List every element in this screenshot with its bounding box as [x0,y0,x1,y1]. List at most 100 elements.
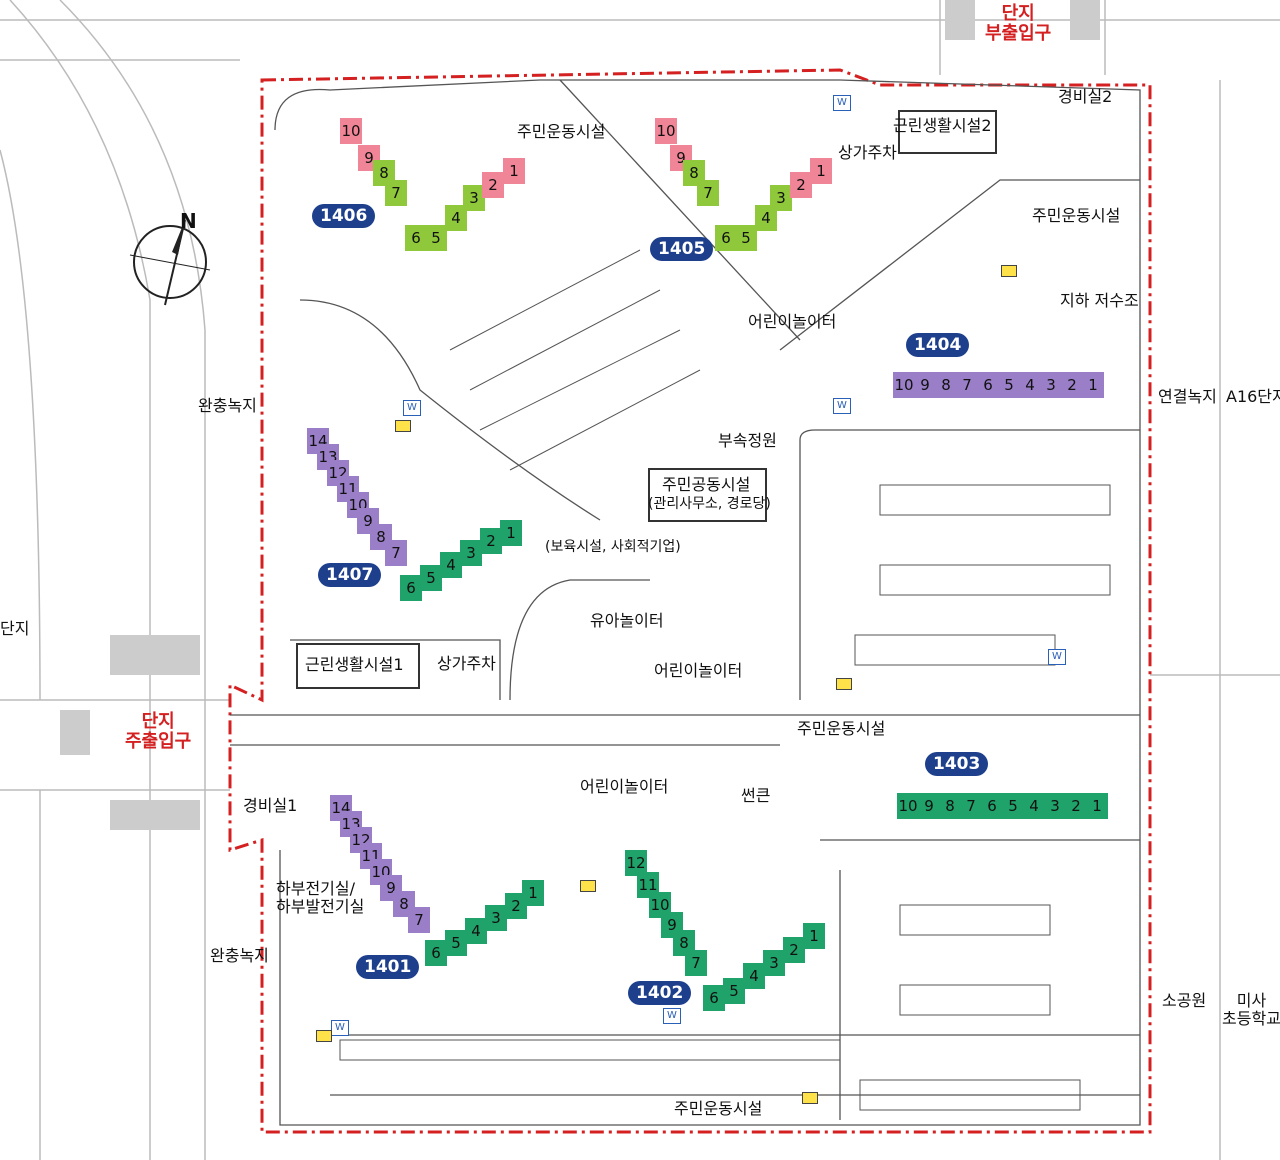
unit-1407-1: 1 [500,520,522,546]
unit-1404-3: 3 [1040,372,1062,398]
complex-boundary [228,68,1152,1134]
unit-1405-10: 10 [655,118,677,144]
unit-1402-8: 8 [673,930,695,956]
commercial2-label: 근린생활시설2 [893,116,992,135]
unit-1406-5: 5 [425,225,447,251]
buffer-n-label: 완충녹지 [198,396,257,415]
unit-1403-4: 4 [1023,793,1045,819]
unit-1404-4: 4 [1019,372,1041,398]
unit-1403-3: 3 [1044,793,1066,819]
marker-icon [1001,265,1017,277]
marker-icon [836,678,852,690]
unit-1401-7: 7 [408,907,430,933]
commercial1-building [296,643,420,689]
unit-1407-6: 6 [400,575,422,601]
building-tag-1406: 1406 [312,204,376,228]
unit-1401-1: 1 [522,880,544,906]
unit-1402-1: 1 [803,923,825,949]
unit-1405-3: 3 [770,185,792,211]
unit-1405-2: 2 [790,172,812,198]
inner-roads [230,79,1141,1126]
restroom-icon: W [1048,649,1066,665]
playground-s-label: 어린이놀이터 [580,777,669,796]
unit-1403-7: 7 [960,793,982,819]
garden-label: 부속정원 [718,431,777,450]
building-tag-1405: 1405 [650,237,714,261]
unit-1402-10: 10 [649,892,671,918]
toddler-play-label: 유아놀이터 [590,611,664,630]
unit-1404-2: 2 [1061,372,1083,398]
unit-1401-5: 5 [445,930,467,956]
community-building [648,468,767,522]
unit-1406-4: 4 [445,205,467,231]
unit-1405-7: 7 [697,180,719,206]
unit-1407-7: 7 [385,540,407,566]
unit-1401-2: 2 [505,893,527,919]
unit-1406-1: 1 [503,158,525,184]
unit-1403-9: 9 [918,793,940,819]
unit-1405-4: 4 [755,205,777,231]
playground-c-label: 어린이놀이터 [654,661,743,680]
restroom-icon: W [833,398,851,414]
unit-1407-2: 2 [480,528,502,554]
unit-1402-4: 4 [743,963,765,989]
playground-n-label: 어린이놀이터 [748,312,837,331]
unit-1407-3: 3 [460,540,482,566]
unit-1404-1: 1 [1082,372,1104,398]
restroom-icon: W [833,95,851,111]
marker-icon [802,1092,818,1104]
unit-1406-8: 8 [373,160,395,186]
unit-1406-6: 6 [405,225,427,251]
community-label: 주민공동시설 [662,475,751,494]
unit-1403-10: 10 [897,793,919,819]
unit-1403-6: 6 [981,793,1003,819]
unit-1405-6: 6 [715,225,737,251]
restroom-icon: W [403,400,421,416]
link-green-label: 연결녹지 [1158,387,1217,406]
unit-1401-4: 4 [465,918,487,944]
unit-1404-9: 9 [914,372,936,398]
unit-1407-5: 5 [420,565,442,591]
guard1-label: 경비실1 [243,796,298,815]
unit-1406-10: 10 [340,118,362,144]
building-tag-1401: 1401 [356,955,420,979]
unit-1406-7: 7 [385,180,407,206]
marker-icon [580,880,596,892]
unit-1402-2: 2 [783,937,805,963]
unit-1402-12: 12 [625,850,647,876]
unit-1404-7: 7 [956,372,978,398]
a16-label: A16단지 [1226,387,1280,406]
building-tag-1402: 1402 [628,981,692,1005]
underground-tank-label: 지하 저수조 [1060,291,1139,310]
unit-1402-5: 5 [723,978,745,1004]
fitness-bottom-label: 주민운동시설 [674,1099,763,1118]
shop-parking1-label: 상가주차 [437,654,496,673]
small-park-label: 소공원 [1162,991,1207,1010]
sunken-label: 썬큰 [741,786,771,805]
unit-1402-3: 3 [763,950,785,976]
north-arrow [129,219,211,306]
restroom-icon: W [331,1020,349,1036]
unit-1405-1: 1 [810,158,832,184]
shop-parking2-label: 상가주차 [838,143,897,162]
community-sub-label: (관리사무소, 경로당) [648,496,771,512]
building-tag-1404: 1404 [906,333,970,357]
daycare-label: (보육시설, 사회적기업) [545,539,681,555]
unit-1402-11: 11 [637,872,659,898]
unit-1405-8: 8 [683,160,705,186]
unit-1403-5: 5 [1002,793,1024,819]
marker-icon [395,420,411,432]
fitness-mid-label: 주민운동시설 [797,719,886,738]
unit-1404-8: 8 [935,372,957,398]
unit-1404-5: 5 [998,372,1020,398]
commercial2-building [898,110,997,154]
buffer-s-label: 완충녹지 [210,946,269,965]
fitness-ne-label: 주민운동시설 [1032,206,1121,225]
unit-1402-7: 7 [685,950,707,976]
unit-1401-6: 6 [425,940,447,966]
marker-icon [316,1030,332,1042]
unit-1403-2: 2 [1065,793,1087,819]
commercial1-label: 근린생활시설1 [305,655,404,674]
